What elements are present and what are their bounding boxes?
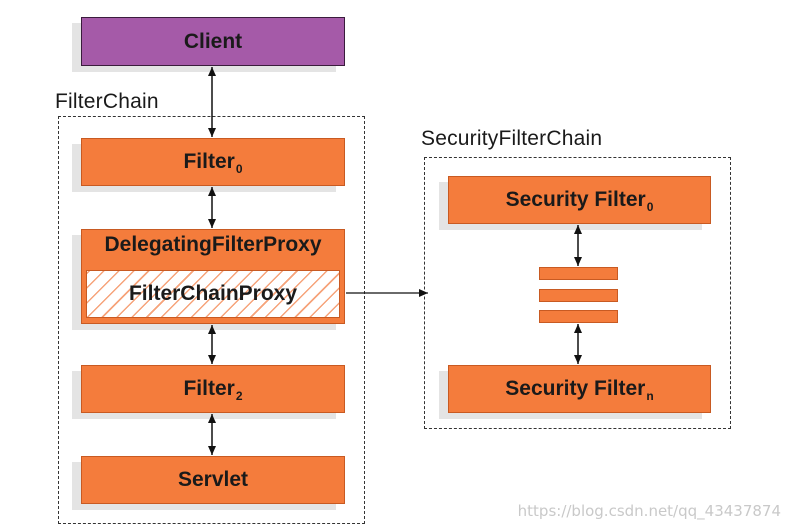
filter-0-label: Filter [183,150,235,173]
ellipsis-bar-2 [539,289,618,302]
ellipsis-bar-1 [539,267,618,280]
delegating-filter-proxy-box: DelegatingFilterProxy FilterChainProxy [81,229,345,324]
servlet-box: Servlet [81,456,345,504]
filter-chain-title: FilterChain [55,90,159,113]
filter-chain-proxy-box: FilterChainProxy [86,270,340,318]
servlet-label: Servlet [177,468,249,491]
security-filter-n-subscript: n [646,389,654,403]
filter-0-subscript: 0 [235,162,243,176]
ellipsis-bar-3 [539,310,618,323]
client-label: Client [183,29,243,53]
delegating-filter-proxy-label: DelegatingFilterProxy [104,233,322,256]
security-filter-0-subscript: 0 [646,200,654,214]
client-box: Client [81,17,345,66]
watermark: https://blog.csdn.net/qq_43437874 [517,502,781,520]
filter-2-label: Filter [183,377,235,400]
filter-chain-proxy-label: FilterChainProxy [128,282,298,305]
security-filter-n-label: Security Filter [505,377,646,400]
filter-2-subscript: 2 [235,389,243,403]
security-filter-0-label: Security Filter [505,188,646,211]
security-filter-chain-title: SecurityFilterChain [421,127,603,150]
